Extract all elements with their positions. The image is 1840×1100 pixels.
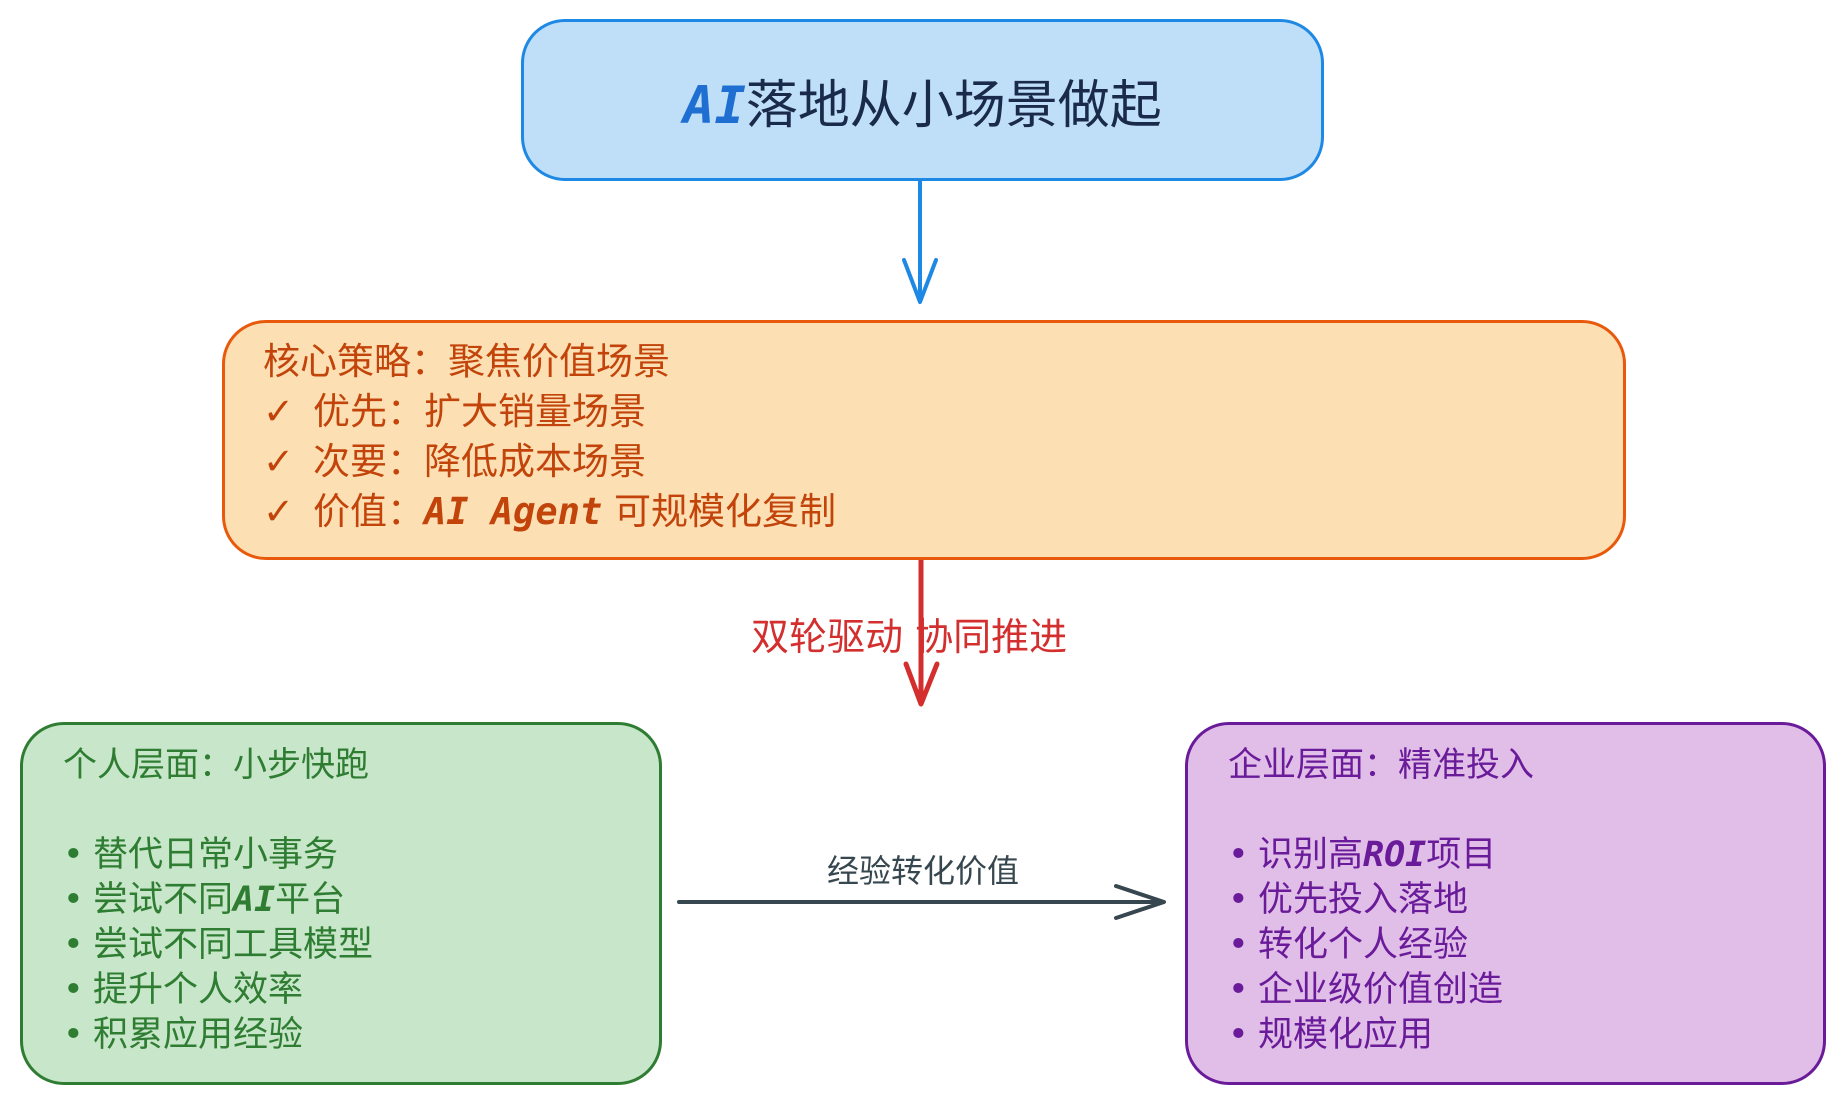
- list-item: •企业级价值创造: [1228, 968, 1823, 1013]
- list-item-text: 企业级价值创造: [1258, 970, 1504, 1010]
- list-item: •积累应用经验: [63, 1013, 659, 1058]
- list-item-post: 平台: [275, 880, 346, 920]
- strategy-item-en: AI Agent: [424, 490, 603, 533]
- bullet-icon: •: [1228, 925, 1249, 965]
- bullet-icon: •: [1228, 880, 1249, 920]
- title-box: AI落地从小场景做起: [521, 19, 1324, 181]
- strategy-item-text: 优先：扩大销量场景: [313, 390, 646, 433]
- title-prefix: AI: [683, 75, 746, 136]
- personal-list: •替代日常小事务 •尝试不同AI平台 •尝试不同工具模型 •提升个人效率 •积累…: [63, 833, 659, 1058]
- arrow-label-middle: 双轮驱动 协同推进: [751, 615, 1068, 659]
- list-item: •优先投入落地: [1228, 878, 1823, 923]
- check-icon: ✓: [263, 490, 295, 533]
- strategy-item-rest: 可规模化复制: [602, 490, 836, 533]
- bullet-icon: •: [63, 880, 84, 920]
- list-item-text: 积累应用经验: [93, 1015, 304, 1055]
- strategy-item: ✓ 价值：AI Agent 可规模化复制: [263, 487, 1623, 537]
- bullet-icon: •: [63, 925, 84, 965]
- strategy-item: ✓ 优先：扩大销量场景: [263, 387, 1623, 437]
- list-item-text: 转化个人经验: [1258, 925, 1469, 965]
- title-rest: 落地从小场景做起: [745, 75, 1162, 136]
- personal-heading: 个人层面：小步快跑: [63, 745, 369, 785]
- arrow-personal-to-enterprise: [677, 884, 1166, 920]
- list-item: •规模化应用: [1228, 1013, 1823, 1058]
- check-icon: ✓: [263, 390, 295, 433]
- arrow-label-bottom: 经验转化价值: [827, 852, 1020, 890]
- bullet-icon: •: [1228, 835, 1249, 875]
- enterprise-box: 企业层面：精准投入 •识别高ROI项目 •优先投入落地 •转化个人经验 •企业级…: [1185, 722, 1826, 1085]
- bullet-icon: •: [1228, 1015, 1249, 1055]
- list-item-pre: 识别高: [1258, 835, 1364, 875]
- list-item-text: 优先投入落地: [1258, 880, 1469, 920]
- bullet-icon: •: [1228, 970, 1249, 1010]
- list-item-text: 提升个人效率: [93, 970, 304, 1010]
- list-item: •尝试不同工具模型: [63, 923, 659, 968]
- list-item-text: 规模化应用: [1258, 1015, 1434, 1055]
- bullet-icon: •: [63, 835, 84, 875]
- list-item: •尝试不同AI平台: [63, 878, 659, 923]
- arrow-strategy-to-layers: [903, 557, 940, 707]
- list-item: •提升个人效率: [63, 968, 659, 1013]
- list-item-en: AI: [233, 880, 276, 920]
- title: AI落地从小场景做起: [683, 63, 1162, 138]
- strategy-item-label: 价值：: [313, 490, 424, 533]
- bullet-icon: •: [63, 1015, 84, 1055]
- bullet-icon: •: [63, 970, 84, 1010]
- list-item-text: 替代日常小事务: [93, 835, 339, 875]
- list-item: •识别高ROI项目: [1228, 833, 1823, 878]
- enterprise-heading: 企业层面：精准投入: [1228, 745, 1534, 785]
- strategy-item-text: 次要：降低成本场景: [313, 440, 646, 483]
- strategy-box: 核心策略：聚焦价值场景 ✓ 优先：扩大销量场景 ✓ 次要：降低成本场景 ✓ 价值：AI…: [222, 320, 1626, 560]
- list-item-en: ROI: [1363, 835, 1427, 875]
- strategy-heading: 核心策略：聚焦价值场景: [263, 340, 670, 383]
- list-item: •替代日常小事务: [63, 833, 659, 878]
- list-item-pre: 尝试不同: [93, 880, 234, 920]
- personal-box: 个人层面：小步快跑 •替代日常小事务 •尝试不同AI平台 •尝试不同工具模型 •…: [20, 722, 662, 1085]
- arrow-top-to-strategy: [902, 179, 938, 304]
- list-item-text: 尝试不同工具模型: [93, 925, 374, 965]
- list-item: •转化个人经验: [1228, 923, 1823, 968]
- strategy-item: ✓ 次要：降低成本场景: [263, 437, 1623, 487]
- enterprise-list: •识别高ROI项目 •优先投入落地 •转化个人经验 •企业级价值创造 •规模化应…: [1228, 833, 1823, 1058]
- check-icon: ✓: [263, 440, 295, 483]
- list-item-post: 项目: [1426, 835, 1497, 875]
